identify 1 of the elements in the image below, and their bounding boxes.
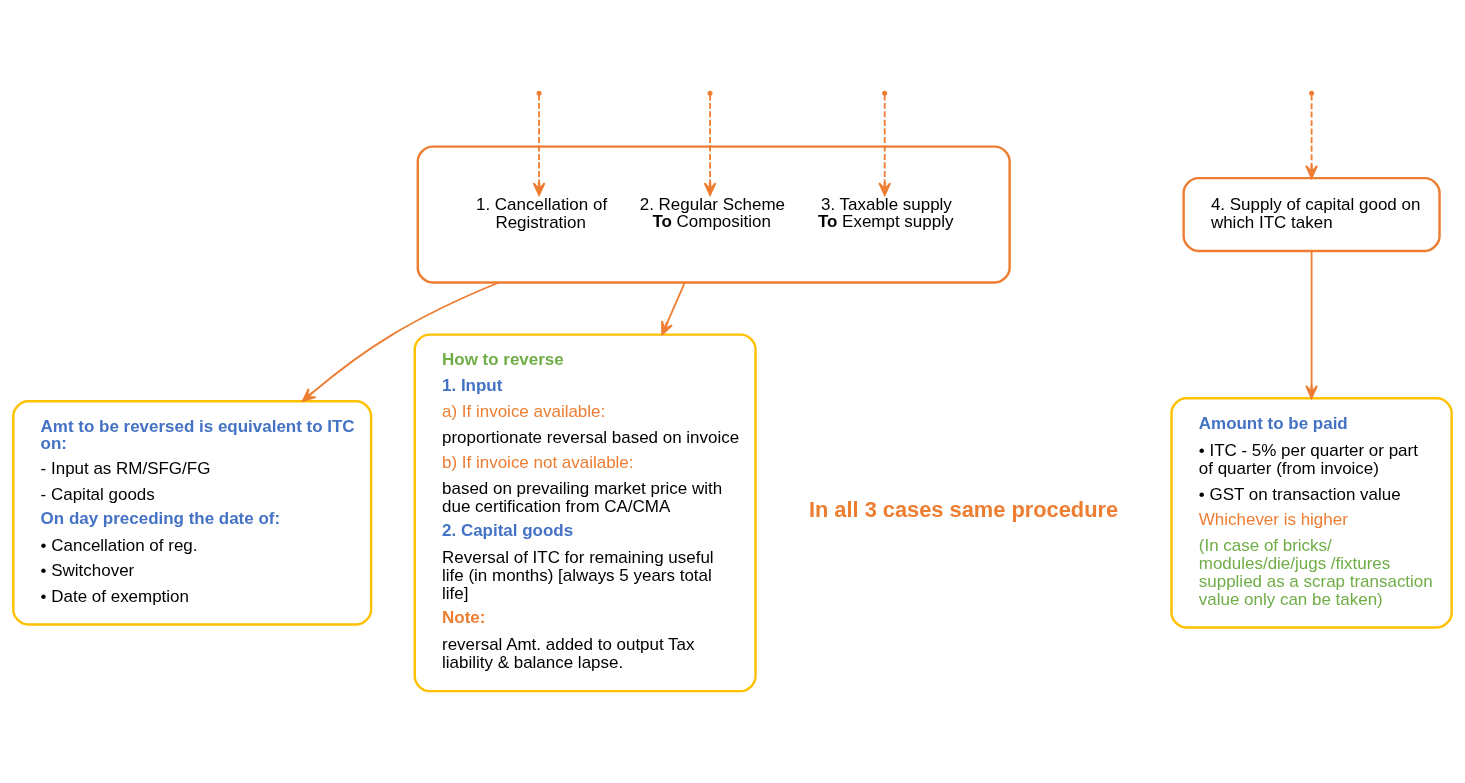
label: In all 3 cases same procedure [808, 497, 1119, 522]
